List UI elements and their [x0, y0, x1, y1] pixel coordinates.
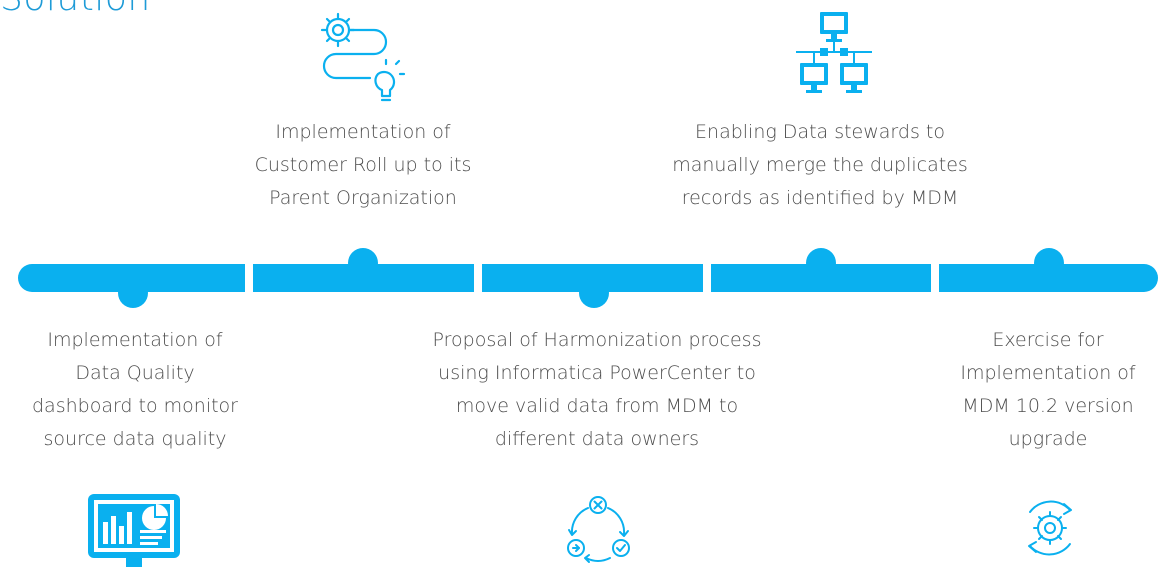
- milestone-3-line-2: using Informatica PowerCenter to: [438, 362, 756, 384]
- gears-lightbulb-icon: [316, 8, 408, 108]
- milestone-1-line-2: Data Quality: [75, 362, 195, 384]
- milestone-1-line-3: dashboard to monitor: [31, 395, 238, 417]
- milestone-label-5: Exercise for Implementation of MDM 10.2 …: [928, 324, 1158, 456]
- milestone-4-line-3: records as identified by MDM: [681, 187, 959, 209]
- milestone-2-line-1: Implementation of: [275, 121, 451, 143]
- milestone-3-line-3: move valid data from MDM to: [455, 395, 739, 417]
- milestone-marker-4: [806, 248, 836, 278]
- page-title: Solution: [0, 0, 151, 19]
- milestone-marker-3: [579, 278, 609, 308]
- milestone-marker-5: [1034, 248, 1064, 278]
- milestone-3-line-4: different data owners: [494, 428, 700, 450]
- milestone-5-line-2: Implementation of: [960, 362, 1136, 384]
- milestone-label-2: Implementation of Customer Roll up to it…: [213, 116, 513, 215]
- milestone-label-4: Enabling Data stewards to manually merge…: [630, 116, 1010, 215]
- milestone-marker-2: [348, 248, 378, 278]
- cycle-process-icon: [558, 490, 638, 567]
- milestone-label-3: Proposal of Harmonization process using …: [377, 324, 817, 456]
- milestone-3-line-1: Proposal of Harmonization process: [432, 329, 762, 351]
- milestone-marker-1: [118, 278, 148, 308]
- milestone-1-line-4: source data quality: [43, 428, 227, 450]
- milestone-5-line-1: Exercise for: [992, 329, 1104, 351]
- milestone-4-line-2: manually merge the duplicates: [672, 154, 968, 176]
- milestone-1-line-1: Implementation of: [47, 329, 223, 351]
- milestone-5-line-4: upgrade: [1008, 428, 1088, 450]
- milestone-4-line-1: Enabling Data stewards to: [695, 121, 945, 143]
- milestone-5-line-3: MDM 10.2 version: [962, 395, 1134, 417]
- network-computers-icon: [786, 6, 882, 106]
- milestone-label-1: Implementation of Data Quality dashboard…: [0, 324, 270, 456]
- milestone-2-line-2: Customer Roll up to its: [254, 154, 472, 176]
- milestone-2-line-3: Parent Organization: [269, 187, 457, 209]
- dashboard-icon: [88, 492, 180, 567]
- refresh-gear-icon: [1012, 490, 1088, 566]
